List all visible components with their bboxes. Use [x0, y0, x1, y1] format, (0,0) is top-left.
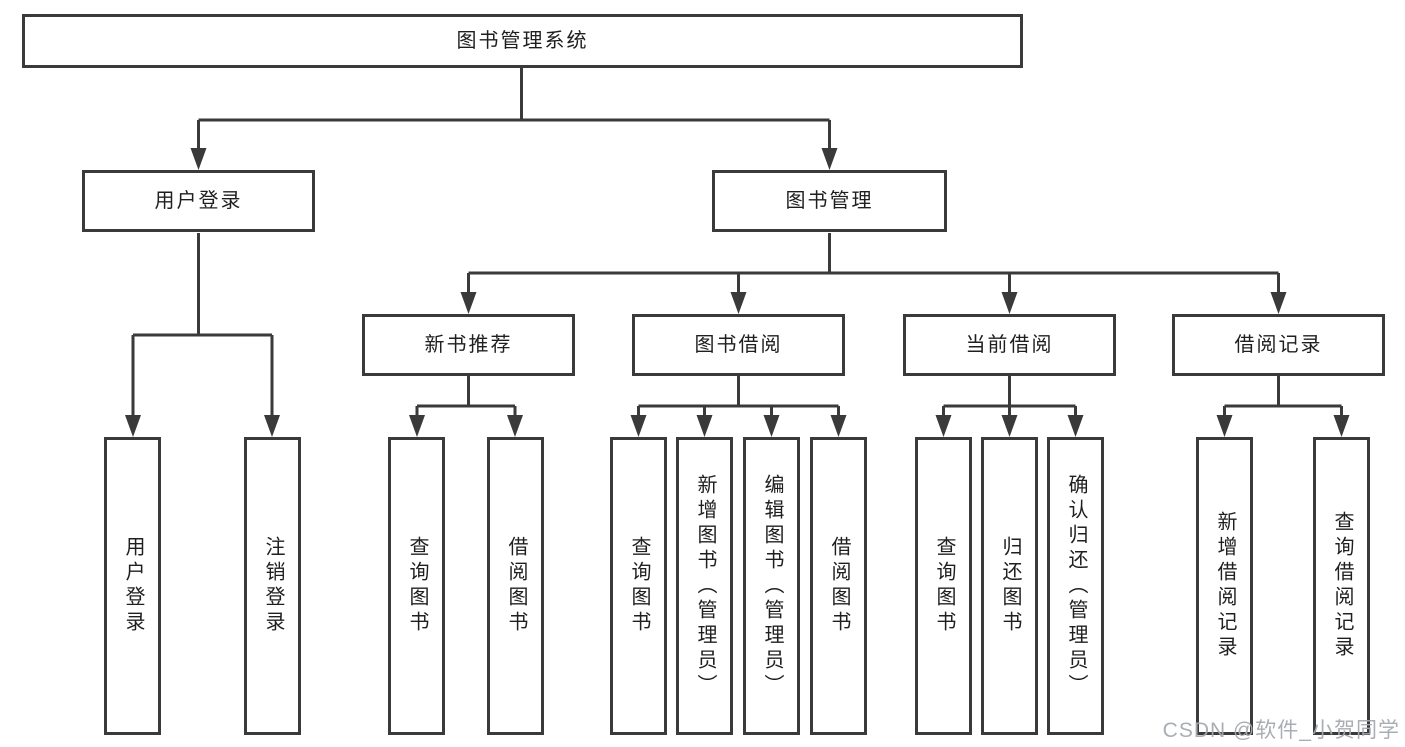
leaf-query-books-borrowing: 查询图书 — [610, 437, 667, 735]
leaf-add-books-admin: 新增图书（管理员） — [676, 437, 733, 735]
node-root-system: 图书管理系统 — [22, 14, 1023, 68]
leaf-confirm-return-admin: 确认归还（管理员） — [1047, 437, 1104, 735]
node-user-login: 用户登录 — [82, 170, 315, 232]
leaf-query-books-recommend: 查询图书 — [388, 437, 445, 735]
leaf-query-borrow-record: 查询借阅记录 — [1313, 437, 1370, 735]
node-current-borrowing: 当前借阅 — [903, 314, 1116, 376]
leaf-user-login: 用户登录 — [104, 437, 161, 735]
leaf-add-borrow-record: 新增借阅记录 — [1196, 437, 1253, 735]
node-new-book-recommend: 新书推荐 — [362, 314, 575, 376]
leaf-edit-books-admin: 编辑图书（管理员） — [743, 437, 800, 735]
leaf-query-books-current: 查询图书 — [915, 437, 972, 735]
node-borrowing-records: 借阅记录 — [1172, 314, 1385, 376]
leaf-borrow-books-recommend: 借阅图书 — [487, 437, 544, 735]
node-book-management: 图书管理 — [712, 170, 947, 232]
node-book-borrowing: 图书借阅 — [632, 314, 845, 376]
leaf-return-books: 归还图书 — [981, 437, 1038, 735]
leaf-borrow-books: 借阅图书 — [810, 437, 867, 735]
csdn-watermark: CSDN @软件_小贺同学 — [1162, 719, 1400, 742]
leaf-logout: 注销登录 — [244, 437, 301, 735]
